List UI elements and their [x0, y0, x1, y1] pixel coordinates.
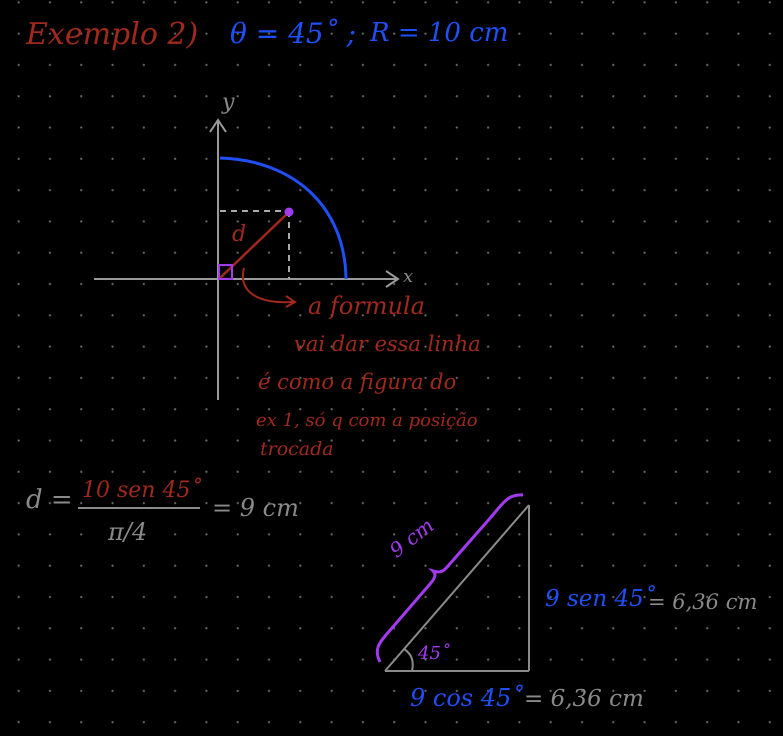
angle-arc [403, 648, 414, 672]
triangle-hypotenuse [384, 504, 530, 672]
radius-value: R = 10 cm [370, 18, 509, 48]
annotation-line-2: vai dar essa linha [294, 332, 481, 356]
formula-numerator: 10 sen 45˚ [82, 478, 202, 503]
adjacent-side-expression: 9 cos 45˚ [410, 684, 524, 712]
formula-lhs: d = [26, 485, 73, 515]
opposite-side-value: = 6,36 cm [648, 590, 758, 614]
x-axis-label: x [403, 266, 414, 287]
quarter-circle-arc [219, 156, 348, 280]
formula-denominator: π/4 [108, 518, 148, 546]
y-axis-label: y [222, 90, 235, 115]
opposite-side-expression: 9 sen 45˚ [545, 586, 656, 612]
x-axis-arrow [385, 270, 400, 288]
y-axis-arrow [209, 118, 227, 133]
annotation-line-5: trocada [260, 438, 334, 460]
distance-label: d [232, 222, 247, 247]
example-title: Exemplo 2) [26, 17, 199, 52]
annotation-line-3: é como a figura do [258, 370, 457, 394]
theta-value: θ = 45˚ ; [230, 17, 357, 50]
hypotenuse-brace [375, 493, 524, 663]
annotation-arrowhead [285, 295, 297, 308]
distance-line [218, 211, 290, 280]
adjacent-side-value: = 6,36 cm [524, 686, 644, 712]
annotation-arrow [241, 267, 294, 304]
annotation-line-4: ex 1, só q com a posição [256, 410, 478, 431]
angle-label: 45˚ [418, 643, 450, 664]
right-angle-marker [218, 264, 233, 280]
annotation-line-1: a formula [308, 292, 425, 320]
point-marker [284, 207, 294, 217]
formula-result: = 9 cm [212, 494, 299, 522]
